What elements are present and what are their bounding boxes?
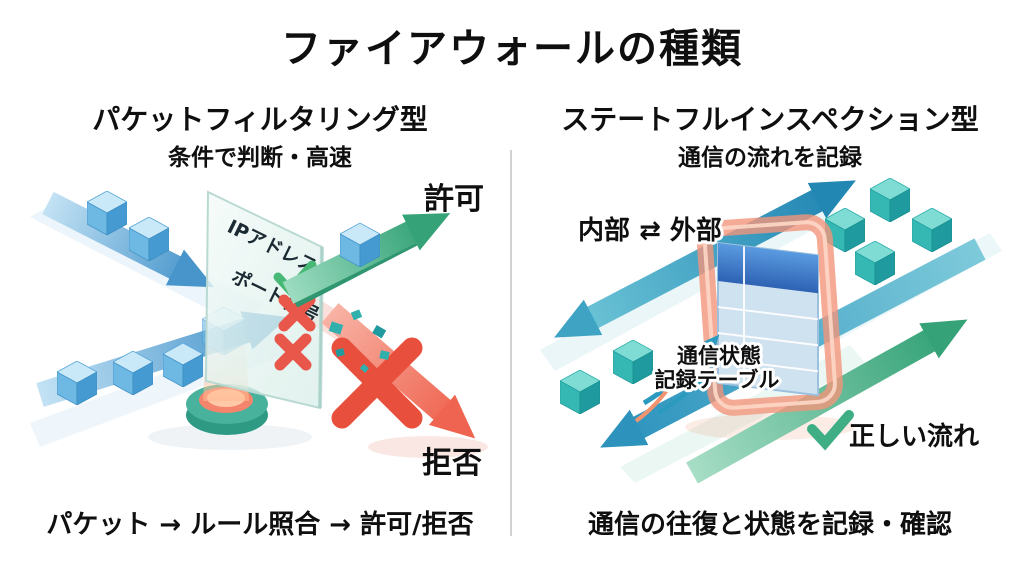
right-panel-caption: 通信の往復と状態を記録・確認 — [587, 510, 952, 540]
page-title: ファイアウォールの種類 — [281, 26, 743, 72]
flow-direction-label: 内部 ⇄ 外部 — [578, 216, 722, 246]
x-icon — [274, 333, 312, 371]
packet-filtering-diagram: IPアドレス ポート番号 許可 拒否 — [30, 182, 488, 481]
right-panel-subheading: 通信の流れを記録 — [678, 145, 862, 171]
check-icon — [807, 410, 854, 451]
shadow — [368, 436, 488, 458]
left-panel-caption: パケット → ルール照合 → 許可/拒否 — [46, 510, 474, 540]
debris-fragments-icon — [328, 309, 390, 373]
packet-cube-icon — [560, 370, 600, 414]
table-label-line2: 記録テーブル — [655, 368, 780, 392]
state-table-icon — [717, 241, 819, 397]
packet-cube-icon — [855, 241, 895, 285]
valid-flow-label: 正しい流れ — [849, 422, 979, 452]
allow-label: 許可 — [424, 182, 484, 217]
swoosh-arrow-icon — [634, 378, 676, 423]
swoosh-arrow-icon — [642, 334, 720, 406]
shadow — [148, 424, 312, 450]
panel-divider — [510, 150, 512, 536]
incoming-arrow-icon — [42, 191, 215, 288]
left-panel-subheading: 条件で判断・高速 — [168, 145, 352, 171]
packet-cube-icon — [613, 340, 653, 384]
firewall-frame-icon — [697, 214, 843, 416]
packet-cube-icon — [912, 208, 952, 252]
deny-x-icon — [331, 337, 423, 429]
table-label-line1: 通信状態 — [677, 344, 761, 368]
x-icon — [278, 294, 316, 332]
stateful-inspection-diagram: 内部 ⇄ 外部 通信状態 記録テーブル 正しい流れ — [540, 178, 1002, 484]
right-panel-heading: ステートフルインスペクション型 — [561, 103, 979, 136]
left-panel-heading: パケットフィルタリング型 — [92, 103, 428, 136]
swoosh-arrow-icon — [656, 348, 730, 415]
deny-label: 拒否 — [422, 446, 482, 481]
packet-cube-icon — [870, 178, 910, 222]
